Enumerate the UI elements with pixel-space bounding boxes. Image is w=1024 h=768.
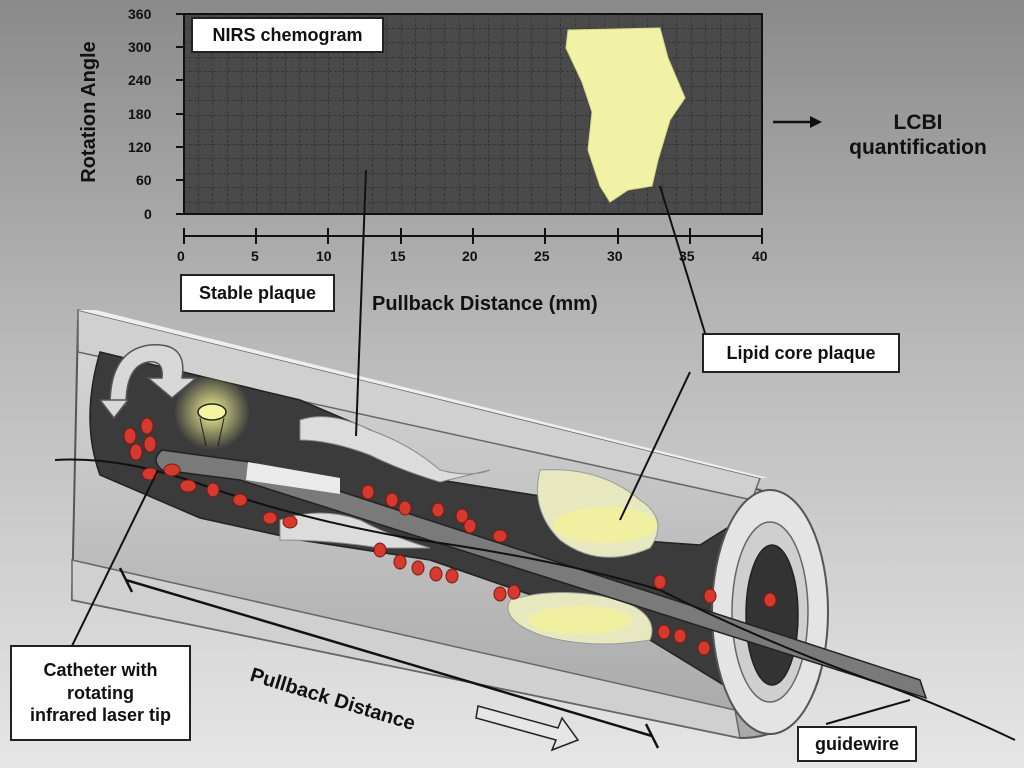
blood-cells [123, 417, 777, 656]
catheter-line1: Catheter with [43, 660, 158, 681]
y-tick-label: 120 [128, 139, 152, 155]
laser-tip [197, 403, 227, 421]
guidewire-callout: guidewire [797, 726, 917, 762]
lipid-core-plaque-callout: Lipid core plaque [702, 333, 900, 373]
rotation-arrow [109, 344, 199, 406]
guidewire-line [54, 458, 1016, 741]
x-tick-label: 35 [679, 248, 695, 264]
lcbi-label: LCBI quantification [838, 110, 998, 160]
catheter-line2: rotating [67, 682, 134, 703]
x-tick-label: 10 [316, 248, 332, 264]
y-axis-label: Rotation Angle [78, 41, 100, 183]
lcbi-line2: quantification [849, 136, 987, 160]
x-tick-label: 5 [251, 248, 259, 264]
stable-plaque-top [299, 416, 491, 483]
y-tick-label: 180 [128, 106, 152, 122]
stable-plaque-bottom [279, 512, 431, 549]
catheter-line3: infrared laser tip [29, 705, 172, 726]
x-tick-label: 20 [462, 248, 478, 264]
catheter [155, 449, 928, 700]
pullback-bracket [118, 567, 660, 749]
lipid-region [565, 27, 686, 203]
lcbi-line1: LCBI [893, 111, 943, 134]
y-tick-label: 240 [128, 72, 152, 88]
pullback-arrow [475, 705, 580, 752]
x-tick-label: 15 [390, 248, 406, 264]
vessel-illustration [54, 309, 1016, 752]
y-tick-label: 300 [128, 39, 152, 55]
x-tick-label: 30 [607, 248, 623, 264]
x-tick-label: 25 [534, 248, 550, 264]
y-tick-label: 60 [136, 172, 152, 188]
leader-lines [69, 169, 911, 725]
x-axis-label: Pullback Distance (mm) [372, 293, 598, 315]
x-tick-label: 0 [177, 248, 185, 264]
y-tick-label: 360 [128, 6, 152, 22]
y-tick-label: 0 [144, 206, 152, 222]
stable-plaque-callout: Stable plaque [180, 274, 335, 312]
catheter-callout: Catheter with rotating infrared laser ti… [10, 645, 191, 741]
chemogram-title: NIRS chemogram [191, 17, 384, 53]
x-tick-label: 40 [752, 248, 768, 264]
